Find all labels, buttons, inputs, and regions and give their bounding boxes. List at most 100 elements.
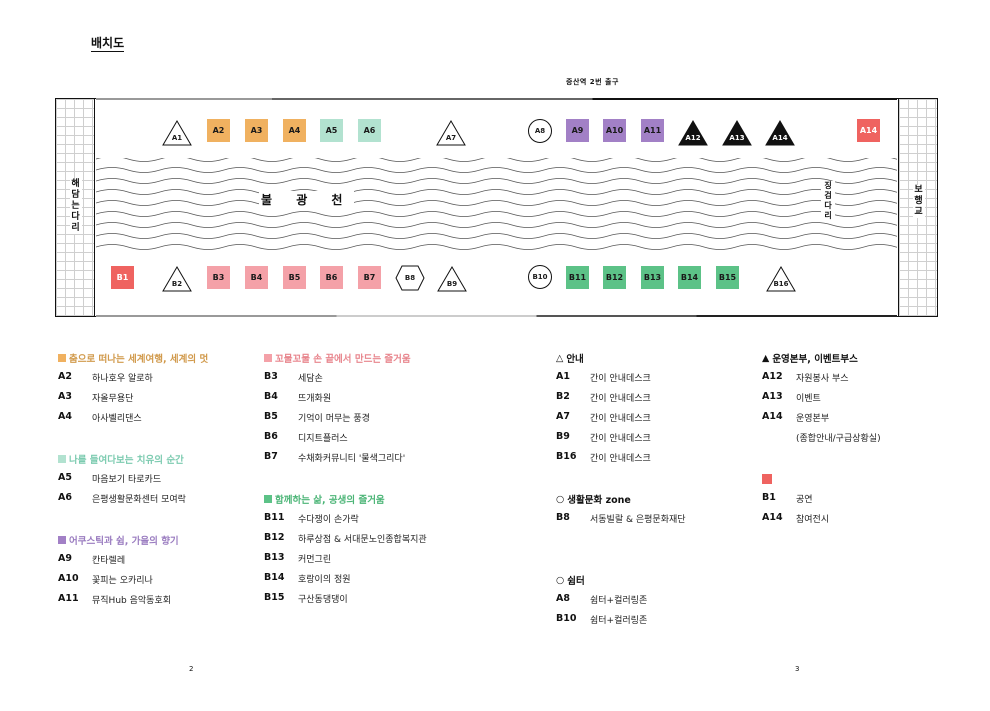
middle-bridge-label: 징 검 다 리 xyxy=(821,181,835,221)
booth-a10[interactable]: A10 xyxy=(603,119,626,142)
booth-b11[interactable]: B11 xyxy=(566,266,589,289)
booth-b3[interactable]: B3 xyxy=(207,266,230,289)
map-top-edge xyxy=(96,98,897,100)
left-bridge-label: 해 담 는 다 리 xyxy=(69,179,82,234)
orange-swatch-icon xyxy=(58,354,66,362)
legend-acoustic-heading: 어쿠스틱과 쉼, 가을의 향기 xyxy=(58,534,248,547)
booth-a12[interactable]: A12 xyxy=(678,120,708,146)
triangle-filled-icon xyxy=(765,120,795,146)
booth-b13[interactable]: B13 xyxy=(641,266,664,289)
legend-dance-heading: 춤으로 떠나는 세계여행, 세계의 멋 xyxy=(58,352,248,365)
triangle-outline-icon xyxy=(162,266,192,292)
booth-a3[interactable]: A3 xyxy=(245,119,268,142)
triangle-filled-icon: ▲ xyxy=(762,352,770,364)
legend-rest-heading: ○ 쉼터 xyxy=(556,574,585,588)
booth-a2[interactable]: A2 xyxy=(207,119,230,142)
triangle-outline-icon xyxy=(437,266,467,292)
booth-a1[interactable]: A1 xyxy=(162,120,192,146)
booth-a8[interactable]: A8 xyxy=(528,119,552,143)
right-bridge-label: 보 행 교 xyxy=(912,185,925,218)
booth-b2[interactable]: B2 xyxy=(162,266,192,292)
booth-b14[interactable]: B14 xyxy=(678,266,701,289)
booth-b7[interactable]: B7 xyxy=(358,266,381,289)
booth-a4[interactable]: A4 xyxy=(283,119,306,142)
map-bottom-edge xyxy=(96,315,897,317)
legend-row: (종합안내/구급상황실) xyxy=(796,434,881,444)
booth-a5[interactable]: A5 xyxy=(320,119,343,142)
booth-b8[interactable]: B8 xyxy=(395,265,425,291)
layout-map: 해 담 는 다 리 보 행 교 불 광 천 징 검 다 리 xyxy=(55,98,938,317)
river-waves xyxy=(96,158,897,250)
booth-b6[interactable]: B6 xyxy=(320,266,343,289)
circle-outline-icon: ○ xyxy=(556,574,565,586)
booth-a13[interactable]: A13 xyxy=(722,120,752,146)
legend-craft-heading: 꼬물꼬물 손 끝에서 만드는 즐거움 xyxy=(264,352,504,365)
booth-b10[interactable]: B10 xyxy=(528,265,552,289)
pink-swatch-icon xyxy=(264,354,272,362)
booth-b1[interactable]: B1 xyxy=(111,266,134,289)
booth-a14-triangle[interactable]: A14 xyxy=(765,120,795,146)
legend-info-heading: △ 안내 xyxy=(556,352,584,366)
triangle-outline-icon xyxy=(436,120,466,146)
booth-b15[interactable]: B15 xyxy=(716,266,739,289)
booth-a9[interactable]: A9 xyxy=(566,119,589,142)
booth-b4[interactable]: B4 xyxy=(245,266,268,289)
booth-a14-square[interactable]: A14 xyxy=(857,119,880,142)
river-name: 불 광 천 xyxy=(259,191,355,208)
mint-swatch-icon xyxy=(58,455,66,463)
page-number-right: 3 xyxy=(795,665,800,673)
legend-culture-zone-heading: ○ 생활문화 zone xyxy=(556,493,631,507)
legend-healing-heading: 나를 들여다보는 치유의 순간 xyxy=(58,453,248,466)
right-bridge-grid: 보 행 교 xyxy=(898,99,937,316)
purple-swatch-icon xyxy=(58,536,66,544)
triangle-outline-icon: △ xyxy=(556,352,564,364)
booth-b12[interactable]: B12 xyxy=(603,266,626,289)
hexagon-outline-icon: ○ xyxy=(556,493,565,505)
triangle-outline-icon xyxy=(766,266,796,292)
booth-b9[interactable]: B9 xyxy=(437,266,467,292)
booth-a6[interactable]: A6 xyxy=(358,119,381,142)
booth-b16[interactable]: B16 xyxy=(766,266,796,292)
hexagon-outline-icon xyxy=(395,265,425,291)
triangle-filled-icon xyxy=(722,120,752,146)
exit-label: 증산역 2번 출구 xyxy=(566,78,619,86)
river xyxy=(96,154,897,254)
triangle-filled-icon xyxy=(678,120,708,146)
booth-b5[interactable]: B5 xyxy=(283,266,306,289)
booth-a7[interactable]: A7 xyxy=(436,120,466,146)
green-swatch-icon xyxy=(264,495,272,503)
page-number-left: 2 xyxy=(189,665,194,673)
booth-a11[interactable]: A11 xyxy=(641,119,664,142)
